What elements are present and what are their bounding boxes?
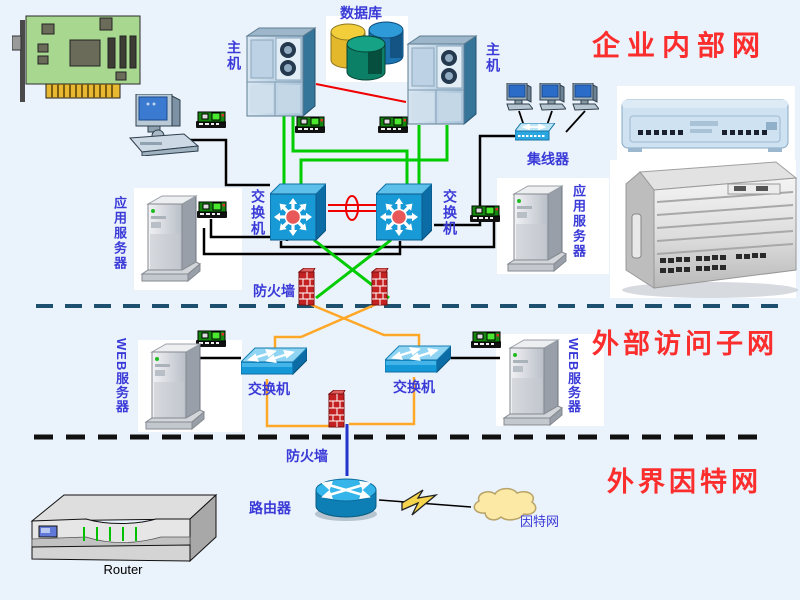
ethernet-links-green xyxy=(282,114,449,300)
firewall-icon xyxy=(328,390,346,428)
link-ws3-hub xyxy=(565,110,586,133)
app-server-right-icon xyxy=(504,180,570,278)
web-server-right-icon xyxy=(500,334,566,432)
link-coreswitch-right-firewall-left xyxy=(315,238,392,300)
workstation-small-icon xyxy=(505,83,533,113)
hub-icon xyxy=(514,122,556,143)
router-box-label: Router xyxy=(103,562,143,577)
zone-dividers xyxy=(34,304,778,440)
app-server-left-label: 应用服务器 xyxy=(112,196,127,271)
link-host-left-coreswitch-right xyxy=(291,114,409,184)
dmz-switch-left-label: 交换机 xyxy=(248,381,290,397)
workstation-small-icon xyxy=(571,83,599,113)
internet-cloud-label: 因特网 xyxy=(520,514,560,529)
trunk-ring xyxy=(345,195,359,221)
network-card-icon xyxy=(11,6,152,104)
zone-title-external-access: 外部访问子网 xyxy=(592,329,778,359)
link-host-right-coreswitch-left xyxy=(299,125,449,184)
app-server-left-icon xyxy=(138,190,204,288)
link-firewall-left-dmzswitch-right xyxy=(306,301,421,346)
host-left-label: 主机 xyxy=(226,40,242,72)
zone-title-outside-internet: 外界因特网 xyxy=(607,467,762,497)
rack-switch-icon xyxy=(618,88,794,158)
router-label: 路由器 xyxy=(249,500,291,516)
nic-icon xyxy=(196,111,228,129)
firewall-core-label: 防火墙 xyxy=(253,283,295,299)
links-orange xyxy=(265,301,421,428)
link-host-host xyxy=(315,83,407,103)
link-pc-coreswitch-left xyxy=(176,138,270,187)
nic-icon xyxy=(295,116,327,134)
zone-title-internal: 企业内部网 xyxy=(592,30,768,61)
database-icon xyxy=(324,18,408,82)
links-red xyxy=(315,83,407,221)
web-server-left-label: WEB服务器 xyxy=(114,338,129,414)
dmz-switch-right-label: 交换机 xyxy=(393,379,435,395)
web-server-left-icon xyxy=(142,338,208,436)
firewall-dmz-label: 防火墙 xyxy=(286,448,328,464)
lightning-icon xyxy=(401,489,447,517)
workstation-icon xyxy=(128,93,202,157)
web-server-right-label: WEB服务器 xyxy=(566,338,581,414)
host-right-icon xyxy=(404,34,482,130)
database-label: 数据库 xyxy=(340,5,382,21)
dmz-switch-left-icon xyxy=(241,346,307,380)
nic-icon xyxy=(471,331,503,349)
host-right-label: 主机 xyxy=(485,42,501,74)
host-left-icon xyxy=(243,26,321,122)
link-firewall-right-dmzswitch-left xyxy=(273,301,380,348)
core-switch-right-icon xyxy=(376,182,432,242)
core-switch-left-label: 交换机 xyxy=(250,189,266,237)
core-switch-left-icon xyxy=(270,182,326,242)
ethernet-links-black xyxy=(176,110,586,508)
app-server-right-label: 应用服务器 xyxy=(571,184,586,259)
router-box-icon xyxy=(26,489,222,563)
hub-label: 集线器 xyxy=(527,151,569,167)
nic-icon xyxy=(378,116,410,134)
chassis-switch-icon xyxy=(610,158,800,300)
router-icon xyxy=(313,476,379,522)
link-dmzswitch-right-firewall-dmz xyxy=(349,377,416,426)
link-dmzswitch-left-firewall-dmz xyxy=(265,379,330,428)
internet-cloud-icon xyxy=(467,487,539,523)
link-hub-coreswitch-right xyxy=(434,134,517,227)
workstation-small-icon xyxy=(538,83,566,113)
link-coreswitch-left-appserver-right xyxy=(279,221,496,249)
firewall-icon xyxy=(371,268,389,306)
core-switch-right-label: 交换机 xyxy=(442,189,458,237)
firewall-icon xyxy=(298,268,316,306)
dmz-switch-right-icon xyxy=(385,344,451,378)
nic-icon xyxy=(470,205,502,223)
